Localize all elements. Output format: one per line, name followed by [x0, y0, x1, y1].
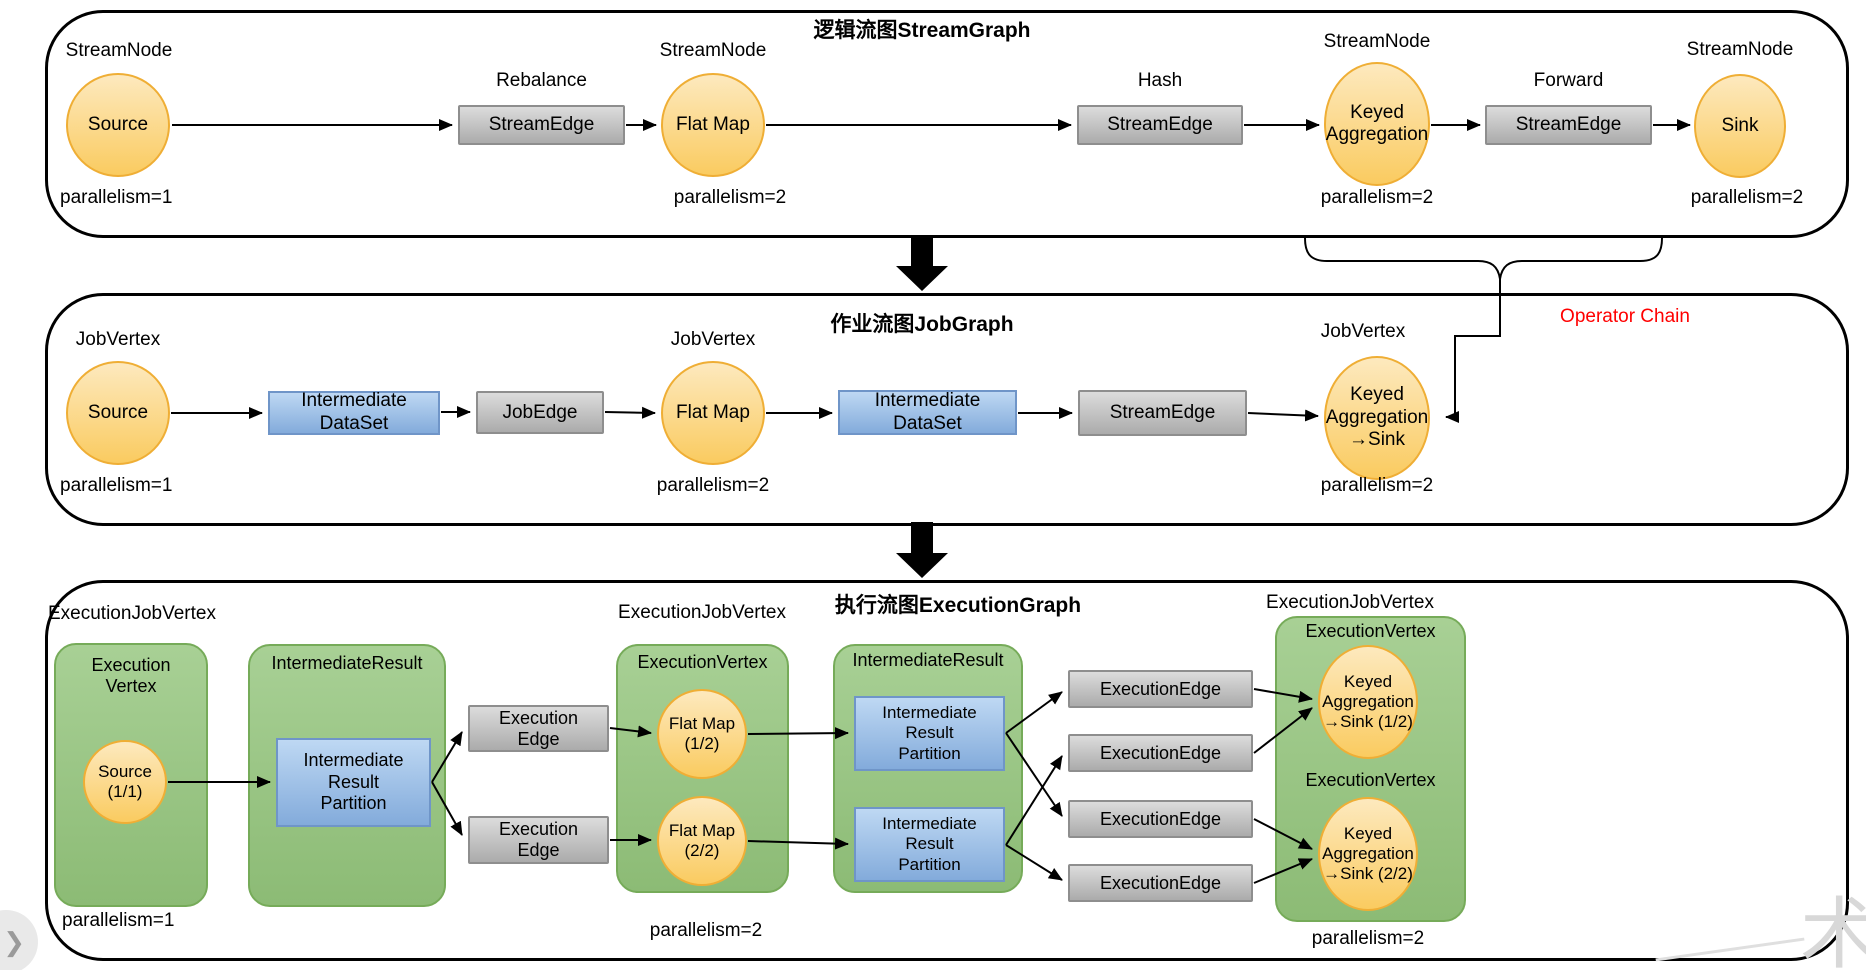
executiongraph-title: 执行流图ExecutionGraph	[834, 594, 1082, 617]
stream-node-source: Source	[66, 73, 170, 177]
intermediate-dataset-box: Intermediate DataSet	[838, 390, 1017, 435]
executionjobvertex-label: ExecutionJobVertex	[618, 602, 786, 623]
execution-vertex-group-title: ExecutionVertex	[1305, 621, 1436, 641]
execution-edge-box: ExecutionEdge	[1068, 734, 1253, 772]
next-slide-button[interactable]: ❯	[0, 910, 38, 970]
streamnode-label: StreamNode	[659, 40, 767, 61]
execution-edge-box: ExecutionEdge	[1068, 670, 1253, 708]
streamnode-label: StreamNode	[1686, 39, 1794, 60]
execution-vertex-flatmap-2: Flat Map (2/2)	[657, 796, 747, 886]
parallelism-label: parallelism=2	[1690, 187, 1804, 208]
transform-arrow-down	[896, 236, 948, 291]
execution-edge-box: ExecutionEdge	[1068, 864, 1253, 902]
jobvertex-label: JobVertex	[670, 329, 756, 350]
streamnode-label: StreamNode	[1323, 31, 1431, 52]
execution-vertex-ka-sink-1: Keyed Aggregation →Sink (1/2)	[1318, 645, 1418, 759]
jobvertex-label: JobVertex	[75, 329, 161, 350]
stream-edge-box: StreamEdge	[1078, 390, 1247, 436]
execution-vertex-flatmap-1: Flat Map (1/2)	[657, 689, 747, 779]
job-vertex-flatmap: Flat Map	[661, 361, 765, 465]
intermediate-dataset-box: Intermediate DataSet	[268, 390, 440, 435]
job-vertex-keyed-aggregation-sink: Keyed Aggregation →Sink	[1324, 356, 1430, 480]
parallelism-label: parallelism=2	[1311, 928, 1425, 949]
partition-label-forward: Forward	[1533, 70, 1604, 91]
stream-edge-box: StreamEdge	[458, 105, 625, 145]
stream-node-keyed-aggregation: Keyed Aggregation	[1324, 62, 1430, 186]
intermediate-result-partition-box: Intermediate Result Partition	[854, 807, 1005, 882]
jobgraph-title: 作业流图JobGraph	[830, 313, 1014, 336]
transform-arrow-down	[896, 522, 948, 578]
stream-edge-box: StreamEdge	[1077, 105, 1243, 145]
partition-label-rebalance: Rebalance	[496, 70, 587, 91]
partition-label-hash: Hash	[1137, 70, 1183, 91]
executionjobvertex-label: ExecutionJobVertex	[1266, 592, 1434, 613]
execution-edge-box: Execution Edge	[468, 816, 609, 864]
streamnode-label: StreamNode	[65, 40, 173, 61]
intermediate-result-partition-box: Intermediate Result Partition	[276, 738, 431, 827]
parallelism-label: parallelism=1	[60, 187, 173, 208]
parallelism-label: parallelism=2	[673, 187, 787, 208]
intermediate-result-group-title: IntermediateResult	[852, 650, 1004, 670]
parallelism-label: parallelism=2	[1320, 475, 1434, 496]
jobvertex-label: JobVertex	[1320, 321, 1406, 342]
intermediate-result-partition-box: Intermediate Result Partition	[854, 696, 1005, 771]
parallelism-label: parallelism=2	[656, 475, 770, 496]
intermediate-result-group-title: IntermediateResult	[271, 653, 423, 673]
execution-edge-box: Execution Edge	[468, 705, 609, 752]
parallelism-label: parallelism=2	[1320, 187, 1434, 208]
job-edge-box: JobEdge	[476, 391, 604, 434]
execution-vertex-group-title: ExecutionVertex	[1305, 770, 1436, 790]
job-vertex-source: Source	[66, 361, 170, 465]
parallelism-label: parallelism=2	[649, 920, 763, 941]
stream-node-sink: Sink	[1694, 74, 1786, 178]
parallelism-label: parallelism=1	[62, 910, 175, 931]
streamgraph-title: 逻辑流图StreamGraph	[813, 19, 1031, 42]
operator-chain-brace	[1304, 237, 1663, 280]
execution-vertex-group-title: Execution Vertex	[91, 655, 171, 696]
watermark-glyph: 术	[1800, 890, 1866, 970]
stream-node-flatmap: Flat Map	[661, 73, 765, 177]
chevron-right-icon: ❯	[3, 926, 25, 957]
execution-vertex-source: Source (1/1)	[83, 740, 167, 824]
execution-vertex-ka-sink-2: Keyed Aggregation →Sink (2/2)	[1318, 797, 1418, 911]
executionjobvertex-label: ExecutionJobVertex	[48, 603, 216, 624]
execution-vertex-group-title: ExecutionVertex	[637, 652, 768, 672]
stream-edge-box: StreamEdge	[1485, 105, 1652, 145]
execution-edge-box: ExecutionEdge	[1068, 800, 1253, 838]
parallelism-label: parallelism=1	[60, 475, 173, 496]
operator-chain-label: Operator Chain	[1560, 306, 1690, 327]
